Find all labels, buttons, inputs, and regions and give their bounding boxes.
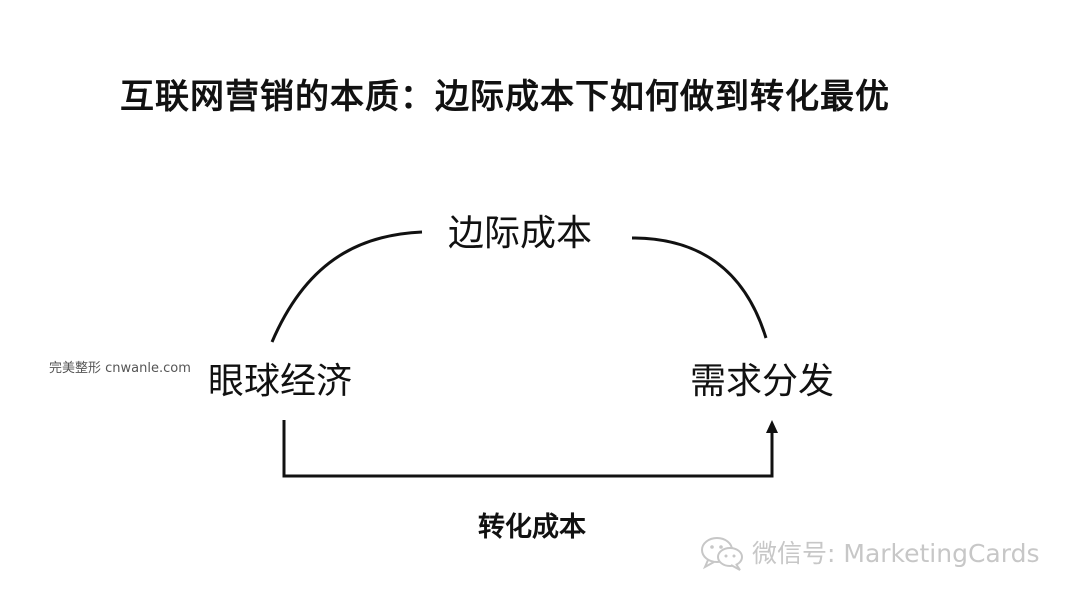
- conversion-arrowhead: [766, 420, 778, 433]
- wechat-id-text: 微信号: MarketingCards: [752, 539, 1040, 568]
- node-attention-economy: 眼球经济: [208, 361, 353, 402]
- wechat-watermark: 微信号: MarketingCards: [700, 536, 1039, 572]
- left-arc: [270, 230, 423, 343]
- page-title: 互联网营销的本质：边际成本下如何做到转化最优: [120, 77, 890, 117]
- conversion-connector-line: [282, 420, 774, 478]
- node-marginal-cost: 边际成本: [448, 213, 593, 254]
- right-arc: [631, 236, 768, 339]
- side-watermark: 完美整形 cnwanle.com: [49, 361, 191, 376]
- wechat-icon: [701, 537, 743, 571]
- conversion-cost-label: 转化成本: [478, 512, 586, 543]
- node-demand-distribution: 需求分发: [690, 361, 835, 402]
